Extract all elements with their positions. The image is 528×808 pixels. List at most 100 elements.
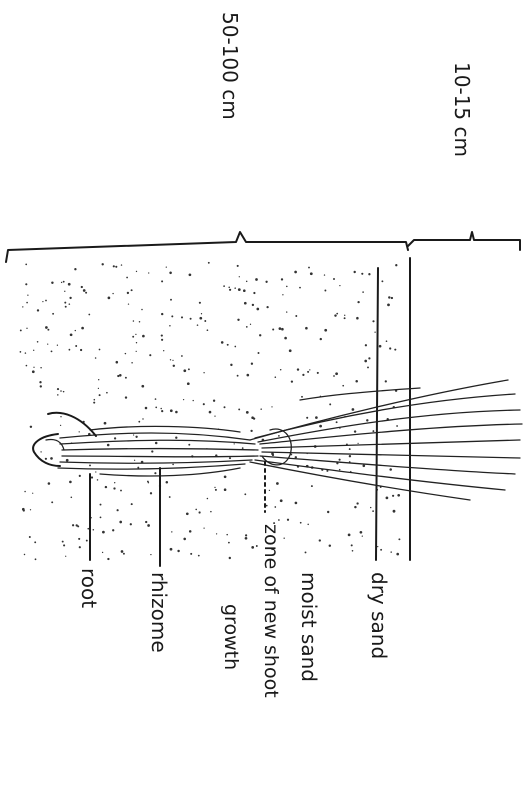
sand-grain [60, 390, 62, 392]
sand-grain [329, 544, 331, 546]
sand-grain [253, 292, 255, 294]
sand-grain [255, 278, 258, 281]
sand-grain [354, 506, 356, 508]
sand-grain [362, 535, 363, 536]
sand-grain [386, 497, 389, 500]
sand-grain [147, 481, 149, 483]
sand-grain [25, 283, 27, 285]
sand-grain [181, 316, 183, 318]
sand-grain [246, 411, 249, 414]
sand-grain [344, 315, 345, 316]
sand-grain [170, 548, 173, 551]
sand-grain [234, 443, 235, 444]
sand-grain [161, 410, 163, 412]
sand-grain [79, 431, 80, 432]
sand-grain [127, 292, 129, 294]
sand-grain [190, 553, 192, 555]
sand-grain [245, 537, 248, 540]
label-moist-sand: moist sand [297, 572, 321, 682]
sand-grain [265, 281, 267, 283]
sand-grain [259, 334, 261, 336]
sand-grain [136, 271, 137, 272]
sand-grain [40, 451, 41, 452]
sand-grain [102, 552, 103, 553]
sand-grain [271, 406, 272, 407]
sand-grain [287, 519, 289, 521]
sand-grain [386, 340, 388, 342]
sand-grain [105, 486, 107, 488]
sand-grain [35, 558, 37, 560]
sand-grain [171, 531, 172, 532]
sand-grain [22, 508, 25, 511]
sand-grain [230, 364, 232, 366]
sand-grain [278, 435, 280, 437]
sand-grain [294, 271, 297, 274]
sand-grain [244, 302, 247, 305]
sand-grain [161, 335, 163, 337]
sand-grain [272, 328, 274, 330]
sand-grain [195, 509, 197, 511]
sand-grain [45, 458, 47, 460]
sand-grain [393, 510, 396, 513]
sand-grain [88, 314, 90, 316]
sand-grain [147, 524, 150, 527]
sand-grain [80, 349, 82, 351]
sand-grain [372, 320, 374, 322]
sand-grain [26, 365, 28, 367]
sand-grain [25, 352, 26, 353]
sand-grain [190, 318, 192, 320]
sand-grain [112, 293, 113, 294]
dry-layer-bracket [408, 232, 520, 250]
sand-grain [308, 267, 310, 269]
sand-grain [79, 546, 81, 548]
sand-grain [374, 332, 375, 333]
sand-grain [100, 504, 102, 506]
sand-grain [131, 362, 133, 364]
sand-grain [396, 425, 398, 427]
sand-grain [364, 360, 367, 363]
sand-grain [297, 368, 299, 370]
sand-grain [98, 388, 99, 389]
sand-grain [137, 467, 139, 469]
sand-grain [221, 341, 224, 344]
sand-grain [295, 315, 297, 317]
sand-grain [193, 400, 194, 401]
sand-grain [133, 320, 135, 322]
sand-grain [390, 551, 391, 552]
sand-grain [309, 369, 310, 370]
sand-grain [134, 460, 135, 461]
sand-grain [52, 313, 54, 315]
sand-grain [81, 327, 84, 330]
sand-grain [32, 493, 33, 494]
sand-grain [75, 345, 77, 347]
sand-grain [63, 544, 65, 546]
sand-grain [302, 374, 304, 376]
sand-grain [114, 437, 116, 439]
sand-grain [266, 306, 268, 308]
sand-grain [226, 534, 228, 536]
sand-grain [201, 313, 202, 314]
sand-grain [100, 517, 102, 519]
sand-grain [357, 443, 358, 444]
sand-grain [189, 530, 192, 533]
sand-grain [79, 475, 81, 477]
sand-grain [361, 273, 363, 275]
sand-grain [37, 341, 39, 343]
sand-grain [357, 301, 359, 303]
sand-grain [339, 469, 341, 471]
sand-grain [57, 388, 59, 390]
sand-grain [123, 553, 125, 555]
sand-grain [45, 326, 48, 329]
sand-grain [166, 481, 169, 484]
sand-grain [154, 472, 156, 474]
sand-grain [119, 521, 122, 524]
sand-grain [237, 319, 239, 321]
sand-grain [104, 422, 107, 425]
label-rhizome: rhizome [147, 572, 171, 653]
sand-grain [25, 264, 27, 266]
sand-grain [177, 550, 179, 552]
sand-grain [324, 274, 325, 275]
sand-grain [26, 328, 27, 329]
sand-grain [320, 338, 322, 340]
sand-grain [237, 265, 239, 267]
